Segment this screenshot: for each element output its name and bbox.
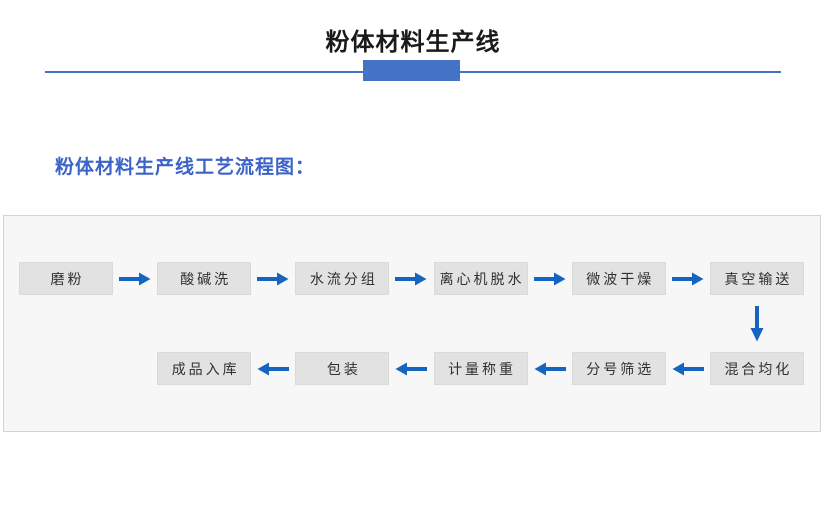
- flow-step-vacuum-conveying: 真空输送: [709, 262, 804, 295]
- flow-step-weighing: 计量称重: [433, 352, 528, 385]
- flow-row-1: 磨粉 酸碱洗 水流分组 离心机脱水 微波干燥 真空输送: [4, 262, 820, 295]
- arrow-right-icon: [671, 272, 704, 285]
- arrow-right-icon: [395, 272, 427, 285]
- arrow-down-icon: [750, 305, 764, 341]
- flow-step-number-screening: 分号筛选: [571, 352, 666, 385]
- flow-row-2: 成品入库 包装 计量称重 分号筛选 混合均化: [4, 352, 820, 385]
- title-divider-accent-block: [363, 60, 460, 81]
- flow-step-label: 酸碱洗: [180, 270, 232, 287]
- flow-step-label: 计量称重: [448, 360, 517, 377]
- page-title: 粉体材料生产线: [325, 29, 501, 56]
- flowchart-panel: 磨粉 酸碱洗 水流分组 离心机脱水 微波干燥 真空输送: [3, 215, 821, 432]
- flow-step-acid-alkali-wash: 酸碱洗: [157, 262, 252, 295]
- flow-step-label: 真空输送: [724, 270, 793, 287]
- arrow-left-icon: [672, 362, 704, 375]
- arrow-right-icon: [257, 272, 289, 285]
- flow-step-label: 微波干燥: [586, 270, 655, 287]
- flow-step-label: 离心机脱水: [439, 270, 525, 287]
- flow-step-label: 包装: [326, 360, 361, 377]
- flow-step-mixing-homogenization: 混合均化: [709, 352, 804, 385]
- arrow-left-icon: [395, 362, 428, 375]
- flow-step-finished-product-storage: 成品入库: [157, 352, 252, 385]
- flow-step-water-flow-grouping: 水流分组: [295, 262, 390, 295]
- flow-step-packaging: 包装: [295, 352, 390, 385]
- flow-step-label: 水流分组: [309, 270, 378, 287]
- flow-step-label: 分号筛选: [586, 360, 655, 377]
- flow-step-label: 磨粉: [50, 270, 85, 287]
- section-heading: 粉体材料生产线工艺流程图：: [55, 157, 316, 178]
- flow-step-microwave-drying: 微波干燥: [571, 262, 666, 295]
- flow-step-grinding: 磨粉: [19, 262, 113, 295]
- arrow-right-icon: [533, 272, 566, 285]
- arrow-left-icon: [534, 362, 566, 375]
- flow-step-centrifuge-dewatering: 离心机脱水: [433, 262, 528, 295]
- arrow-left-icon: [257, 362, 290, 375]
- flow-step-label: 成品入库: [171, 360, 240, 377]
- flow-step-label: 混合均化: [724, 360, 793, 377]
- arrow-right-icon: [119, 272, 151, 285]
- flow-connector-row: [4, 295, 820, 352]
